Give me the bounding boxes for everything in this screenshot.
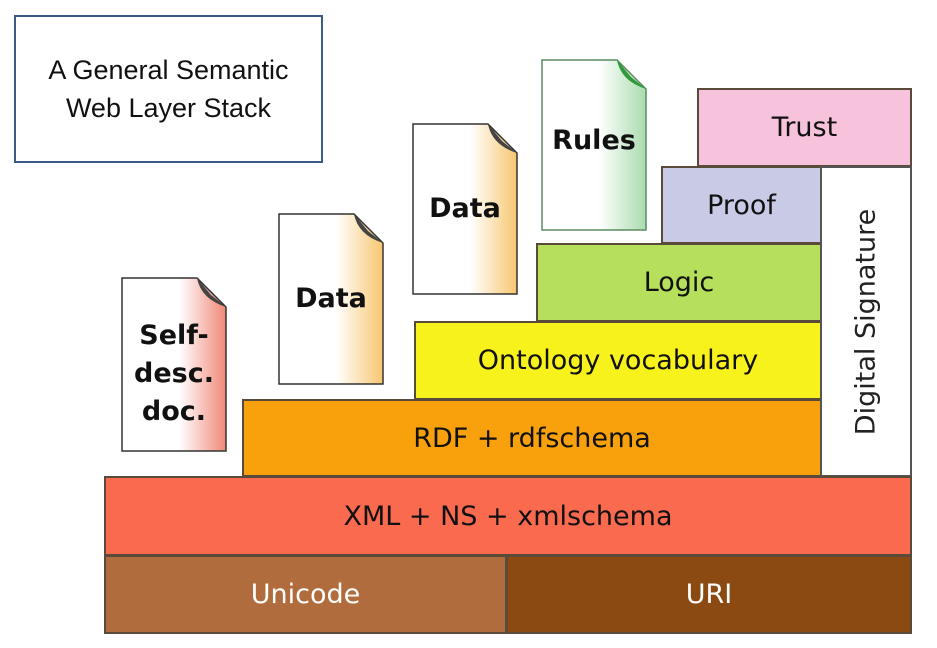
title-line-1: A General Semantic bbox=[48, 55, 289, 85]
title-line-2: Web Layer Stack bbox=[65, 93, 272, 123]
doc-self-line-1: Self- bbox=[139, 320, 209, 351]
data-document-icon: Data bbox=[278, 213, 384, 385]
doc-self-line-2: desc. bbox=[134, 358, 214, 389]
layer-uri: URI bbox=[506, 555, 912, 634]
layer-uri-label: URI bbox=[685, 579, 733, 610]
diagram-title-box: A General Semantic Web Layer Stack bbox=[14, 15, 323, 163]
layer-digital-signature-label: Digital Signature bbox=[850, 208, 882, 435]
layer-ontology-vocabulary: Ontology vocabulary bbox=[414, 321, 822, 400]
layer-unicode: Unicode bbox=[104, 555, 507, 634]
layer-logic-label: Logic bbox=[643, 267, 715, 298]
layer-ontology-label: Ontology vocabulary bbox=[477, 345, 759, 376]
document-shape bbox=[412, 123, 518, 295]
document-shape bbox=[121, 277, 227, 452]
layer-logic: Logic bbox=[536, 243, 822, 322]
layer-xml-ns-xmlschema: XML + NS + xmlschema bbox=[104, 476, 912, 556]
layer-rdf-rdfschema: RDF + rdfschema bbox=[242, 399, 822, 477]
layer-proof-label: Proof bbox=[707, 189, 776, 221]
doc-rules-label: Rules bbox=[552, 125, 636, 156]
rules-document-icon: Rules bbox=[541, 59, 647, 231]
layer-rdf-label: RDF + rdfschema bbox=[413, 422, 651, 454]
document-shape bbox=[541, 59, 647, 231]
layer-digital-signature: Digital Signature bbox=[820, 166, 912, 477]
layer-unicode-label: Unicode bbox=[250, 579, 361, 610]
doc-self-line-3: doc. bbox=[141, 396, 207, 427]
document-shape bbox=[278, 213, 384, 385]
layer-xml-label: XML + NS + xmlschema bbox=[343, 500, 673, 532]
layer-trust: Trust bbox=[697, 88, 912, 167]
data-document-icon: Data bbox=[412, 123, 518, 295]
self-describing-document-icon: Self- desc. doc. bbox=[121, 277, 227, 452]
layer-trust-label: Trust bbox=[771, 112, 838, 143]
doc-data1-label: Data bbox=[295, 283, 367, 314]
doc-data2-label: Data bbox=[429, 193, 501, 224]
layer-proof: Proof bbox=[661, 166, 822, 244]
